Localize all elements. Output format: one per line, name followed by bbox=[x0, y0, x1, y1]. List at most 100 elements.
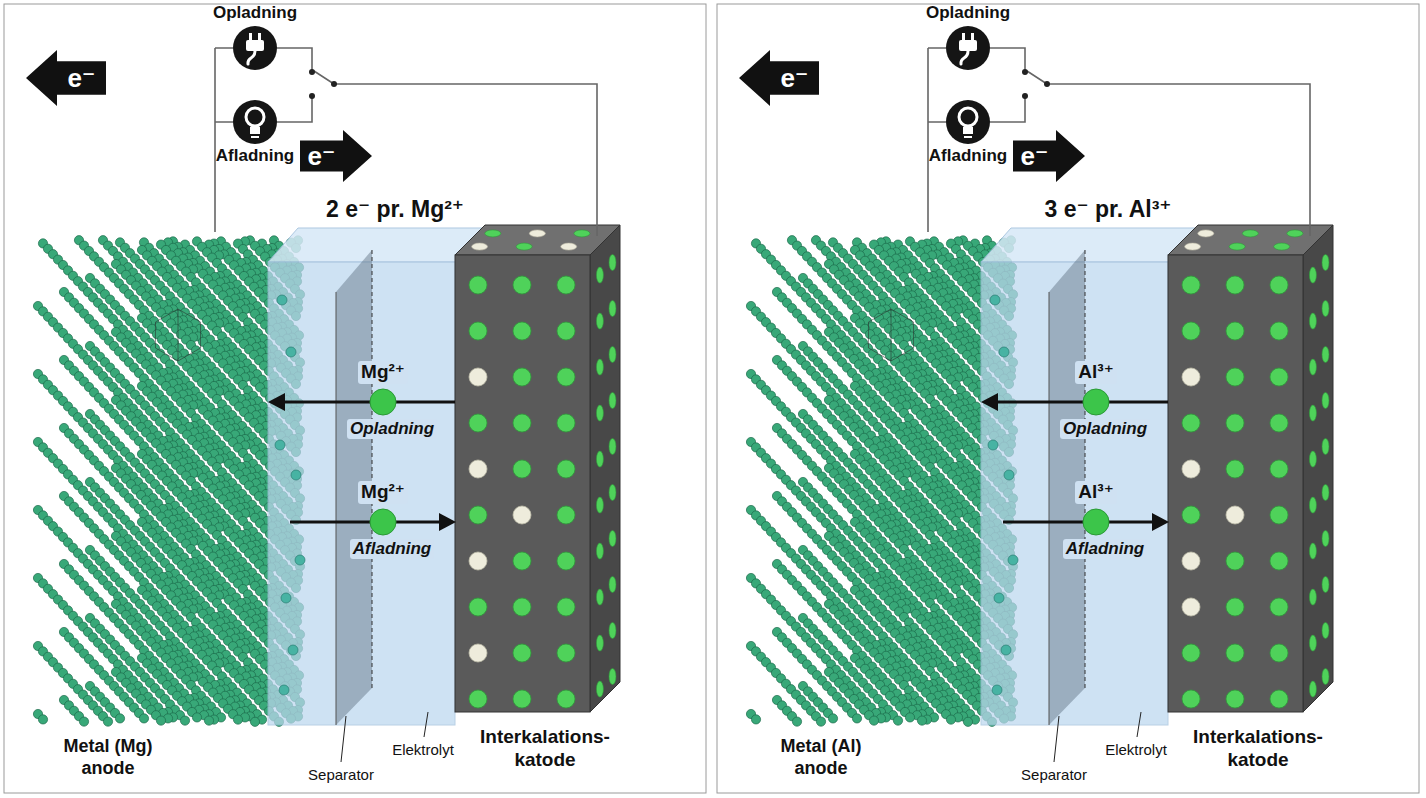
unit-cell-outline bbox=[155, 309, 200, 361]
metal-atom bbox=[250, 717, 259, 726]
vacant-site bbox=[469, 460, 487, 478]
switch-contact bbox=[309, 93, 315, 99]
intercalated-ion bbox=[609, 393, 616, 409]
intercalated-ion bbox=[557, 460, 575, 478]
metal-atom bbox=[180, 716, 189, 725]
separator-edge bbox=[336, 292, 337, 725]
dissolved-ion bbox=[286, 347, 296, 357]
intercalated-ion bbox=[596, 681, 603, 697]
intercalated-ion bbox=[469, 506, 487, 524]
intercalated-ion bbox=[596, 543, 603, 559]
intercalated-ion bbox=[574, 230, 590, 237]
intercalated-ion bbox=[596, 313, 603, 329]
metal-atom bbox=[139, 714, 148, 723]
intercalated-ion bbox=[596, 405, 603, 421]
intercalated-ion bbox=[513, 460, 531, 478]
intercalated-ion bbox=[557, 414, 575, 432]
switch-contact bbox=[309, 69, 315, 75]
battery-cell bbox=[33, 48, 620, 762]
leader-line bbox=[424, 712, 428, 737]
intercalated-ion bbox=[609, 439, 616, 455]
dissolved-ion bbox=[281, 593, 291, 603]
vacant-site bbox=[513, 506, 531, 524]
intercalated-ion bbox=[557, 368, 575, 386]
intercalated-ion bbox=[469, 598, 487, 616]
dissolved-ion bbox=[288, 645, 298, 655]
intercalated-ion bbox=[469, 322, 487, 340]
intercalated-ion bbox=[469, 276, 487, 294]
switch-contact bbox=[331, 81, 337, 87]
intercalated-ion bbox=[469, 690, 487, 708]
dissolved-ion bbox=[279, 685, 289, 695]
vacant-site bbox=[472, 243, 488, 250]
metal-atom bbox=[233, 715, 242, 724]
intercalated-ion bbox=[596, 451, 603, 467]
metal-atom bbox=[115, 714, 124, 723]
intercalated-ion bbox=[557, 552, 575, 570]
intercalated-ion bbox=[557, 690, 575, 708]
intercalated-ion bbox=[513, 598, 531, 616]
metal-atom bbox=[103, 717, 112, 726]
electrolyte-top bbox=[268, 228, 485, 262]
intercalated-ion bbox=[609, 669, 616, 685]
intercalated-ion bbox=[513, 276, 531, 294]
intercalated-ion bbox=[513, 414, 531, 432]
panel-frame bbox=[4, 4, 706, 793]
intercalated-ion bbox=[596, 359, 603, 375]
intercalated-ion bbox=[557, 644, 575, 662]
vacant-site bbox=[469, 368, 487, 386]
metal-lattice bbox=[33, 236, 304, 727]
intercalated-ion bbox=[596, 497, 603, 513]
intercalated-ion bbox=[557, 598, 575, 616]
metal-atom bbox=[156, 716, 165, 725]
metal-atom bbox=[38, 715, 47, 724]
intercalated-ion bbox=[609, 623, 616, 639]
dissolved-ion bbox=[295, 555, 305, 565]
intercalated-ion bbox=[513, 322, 531, 340]
metal-atom bbox=[204, 716, 213, 725]
intercalated-ion bbox=[469, 414, 487, 432]
intercalated-ion bbox=[609, 531, 616, 547]
intercalated-ion bbox=[596, 635, 603, 651]
metal-lattice bbox=[746, 236, 1017, 727]
intercalated-ion bbox=[513, 644, 531, 662]
cathode-front bbox=[455, 255, 590, 712]
metal-atom bbox=[79, 717, 88, 726]
intercalated-ion bbox=[513, 368, 531, 386]
circuit-wire bbox=[215, 48, 597, 236]
ion-sphere bbox=[370, 389, 396, 415]
ion-arrow-head bbox=[439, 513, 456, 531]
vacant-site bbox=[469, 644, 487, 662]
ion-sphere bbox=[370, 509, 396, 535]
intercalated-ion bbox=[609, 347, 616, 363]
intercalated-ion bbox=[557, 322, 575, 340]
intercalated-ion bbox=[609, 301, 616, 317]
vacant-site bbox=[561, 243, 577, 250]
intercalated-ion bbox=[557, 506, 575, 524]
ion-arrow-head bbox=[268, 393, 285, 411]
intercalated-ion bbox=[557, 276, 575, 294]
dissolved-ion bbox=[275, 440, 285, 450]
separator-edge bbox=[372, 250, 373, 688]
leader-line bbox=[341, 716, 346, 762]
vacant-site bbox=[469, 552, 487, 570]
vacant-site bbox=[529, 230, 545, 237]
ion-arrow-line bbox=[290, 521, 441, 524]
dissolved-ion bbox=[291, 470, 301, 480]
battery-cell bbox=[746, 48, 1333, 762]
intercalated-ion bbox=[596, 589, 603, 605]
panel-frame bbox=[717, 4, 1419, 793]
dissolved-ion bbox=[277, 295, 287, 305]
intercalated-ion bbox=[609, 577, 616, 593]
cathode-side bbox=[590, 225, 620, 712]
intercalated-ion bbox=[609, 255, 616, 271]
intercalated-ion bbox=[513, 552, 531, 570]
intercalated-ion bbox=[485, 230, 501, 237]
intercalated-ion bbox=[596, 267, 603, 283]
ion-arrow-line bbox=[282, 401, 455, 404]
metal-atom bbox=[192, 713, 201, 722]
intercalated-ion bbox=[513, 690, 531, 708]
intercalated-ion bbox=[609, 485, 616, 501]
